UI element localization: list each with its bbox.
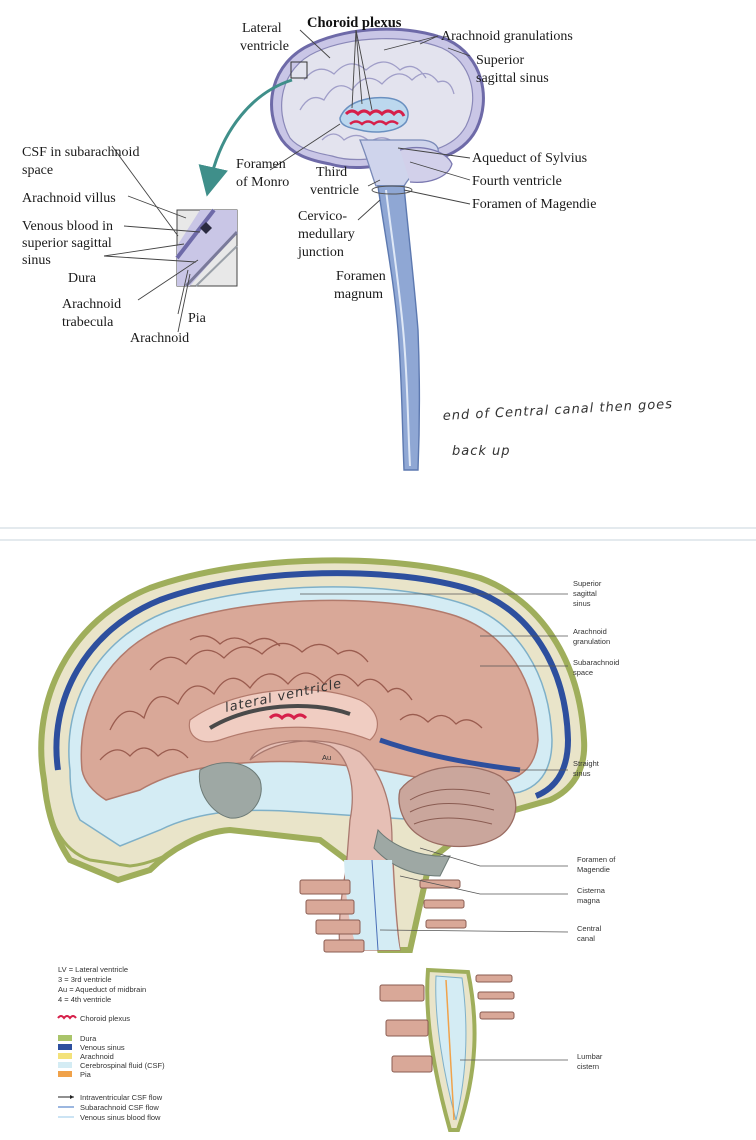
label-fourth-ventricle: Fourth ventricle xyxy=(472,174,562,189)
swatch-venous-sinus xyxy=(58,1044,72,1050)
label-superior-sagittal-sinus-2: sagittal xyxy=(573,589,597,598)
label-arachnoid-trabecula: Arachnoid xyxy=(62,297,121,312)
label-central-canal: Central xyxy=(577,924,602,933)
label-straight-sinus-2: sinus xyxy=(573,769,591,778)
label-superior-sagittal-sinus-3: sinus xyxy=(573,599,591,608)
label-subarachnoid-space: Subarachnoid xyxy=(573,658,619,667)
abbrev-4: 4 = 4th ventricle xyxy=(58,995,111,1004)
legend-csf: Cerebrospinal fluid (CSF) xyxy=(80,1061,165,1070)
label-venous-blood-3: sinus xyxy=(22,253,51,268)
label-lateral-ventricle: Lateral xyxy=(242,21,282,36)
swatch-arachnoid xyxy=(58,1053,72,1059)
legend-arachnoid: Arachnoid xyxy=(80,1052,114,1061)
label-arachnoid-granulations: Arachnoid granulations xyxy=(441,29,573,44)
handwritten-line-2: back up xyxy=(452,444,511,459)
label-au: Au xyxy=(322,753,331,762)
label-cervicomedullary-2: medullary xyxy=(298,227,355,242)
label-foramen-magnum-2: magnum xyxy=(334,287,383,302)
label-third-ventricle: Third xyxy=(316,165,347,180)
label-venous-blood-2: superior sagittal xyxy=(22,236,112,251)
label-arachnoid-trabecula-2: trabecula xyxy=(62,315,114,330)
label-arachnoid-villus: Arachnoid villus xyxy=(22,191,116,206)
label-csf-subarachnoid: CSF in subarachnoid xyxy=(22,145,139,160)
label-foramen-magnum: Foramen xyxy=(336,269,386,284)
legend: LV = Lateral ventricle 3 = 3rd ventricle… xyxy=(57,965,165,1122)
label-subarachnoid-space-2: space xyxy=(573,668,593,677)
label-lumbar-cistern: Lumbar xyxy=(577,1052,603,1061)
label-dura: Dura xyxy=(68,271,97,286)
label-choroid-plexus: Choroid plexus xyxy=(307,15,402,31)
swatch-pia xyxy=(58,1071,72,1077)
label-superior-sagittal-sinus-2: sagittal sinus xyxy=(476,71,549,86)
label-foramen-magendie: Foramen of xyxy=(577,855,616,864)
bottom-leader-lines xyxy=(300,593,569,1061)
legend-pia: Pia xyxy=(80,1070,92,1079)
label-arachnoid-granulation-2: granulation xyxy=(573,637,610,646)
label-foramen-magendie: Foramen of Magendie xyxy=(472,197,596,212)
abbrev-au: Au = Aqueduct of midbrain xyxy=(58,985,146,994)
legend-venous-sinus: Venous sinus xyxy=(80,1043,125,1052)
label-arachnoid-granulation: Arachnoid xyxy=(573,627,607,636)
abbrev-lv: LV = Lateral ventricle xyxy=(58,965,128,974)
inset-meninges xyxy=(175,208,239,288)
legend-venous-flow: Venous sinus blood flow xyxy=(80,1113,161,1122)
legend-choroid: Choroid plexus xyxy=(80,1014,130,1023)
choroid-swatch-icon xyxy=(57,1015,77,1020)
label-aqueduct-sylvius: Aqueduct of Sylvius xyxy=(472,151,587,166)
legend-dura: Dura xyxy=(80,1034,97,1043)
label-lumbar-cistern-2: cistern xyxy=(577,1062,599,1071)
swatch-csf xyxy=(58,1062,72,1068)
label-superior-sagittal-sinus: Superior xyxy=(476,53,525,68)
label-cisterna-magna: Cisterna xyxy=(577,886,606,895)
bottom-brain-diagram xyxy=(38,557,588,953)
handwritten-note: end of Central canal then goes back up xyxy=(442,397,673,459)
legend-subarachnoid-flow: Subarachnoid CSF flow xyxy=(80,1103,159,1112)
legend-intraventricular-flow: Intraventricular CSF flow xyxy=(80,1093,163,1102)
label-superior-sagittal-sinus: Superior xyxy=(573,579,602,588)
top-brain-diagram xyxy=(198,27,485,471)
top-labels: Lateral ventricle Choroid plexus Arachno… xyxy=(22,15,596,346)
swatch-dura xyxy=(58,1035,72,1041)
label-pia: Pia xyxy=(188,311,207,326)
label-straight-sinus: Straight xyxy=(573,759,600,768)
handwritten-line-1: end of Central canal then goes xyxy=(442,397,673,424)
label-third-ventricle-2: ventricle xyxy=(310,183,359,198)
label-arachnoid: Arachnoid xyxy=(130,331,189,346)
page-divider xyxy=(0,527,756,541)
label-foramen-magendie-2: Magendie xyxy=(577,865,610,874)
abbrev-3: 3 = 3rd ventricle xyxy=(58,975,112,984)
label-foramen-monro-2: of Monro xyxy=(236,175,289,190)
label-cervicomedullary: Cervico- xyxy=(298,209,347,224)
label-csf-subarachnoid-2: space xyxy=(22,163,53,178)
label-foramen-monro: Foramen xyxy=(236,157,286,172)
label-cisterna-magna-2: magna xyxy=(577,896,601,905)
lumbar-cistern-diagram xyxy=(379,967,515,1132)
label-central-canal-2: canal xyxy=(577,934,595,943)
label-venous-blood: Venous blood in xyxy=(22,219,113,234)
label-lateral-ventricle-2: ventricle xyxy=(240,39,289,54)
label-cervicomedullary-3: junction xyxy=(297,245,344,260)
top-leader-lines xyxy=(103,29,471,333)
